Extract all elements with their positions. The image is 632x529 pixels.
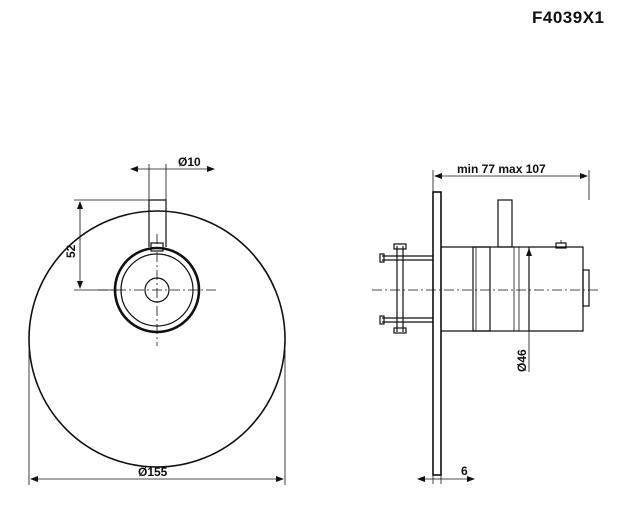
side-cover-plate xyxy=(432,191,442,476)
lever-handle xyxy=(148,199,167,247)
dim-handle-diameter-label: Ø10 xyxy=(178,155,201,169)
cover-plate-outline xyxy=(28,210,286,468)
dim-handle-height-label: 52 xyxy=(64,244,78,258)
product-code: F4039X1 xyxy=(532,8,605,27)
adjustment-sleeve xyxy=(472,246,530,332)
front-view: Ø10 52 Ø155 xyxy=(28,155,286,485)
dim-plate-thickness-label: 6 xyxy=(461,464,468,478)
side-lever-handle xyxy=(497,199,513,248)
knob-extension xyxy=(529,246,584,332)
valve-body xyxy=(441,246,491,332)
side-view: min 77 max 107 Ø46 6 xyxy=(372,162,600,484)
dim-body-diameter-label: Ø46 xyxy=(515,349,529,372)
dim-depth-label: min 77 max 107 xyxy=(457,162,546,176)
dim-plate-diameter-label: Ø155 xyxy=(138,465,168,479)
